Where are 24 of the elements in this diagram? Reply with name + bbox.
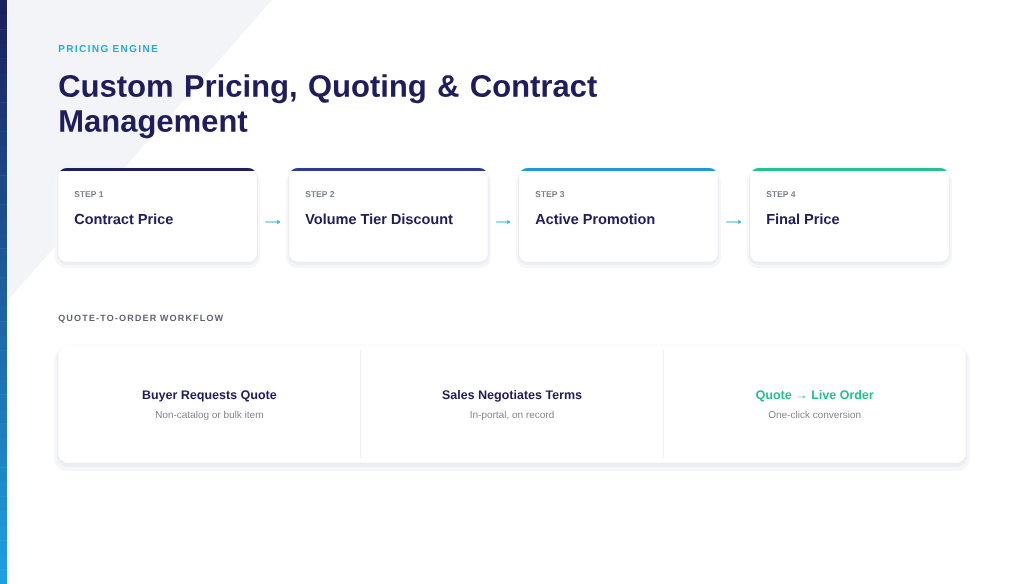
workflow-step-title: Buyer Requests Quote [142,390,277,402]
step-number: STEP 4 [766,191,796,198]
workflow-step-description: One-click conversion [768,410,861,419]
step-title: Active Promotion [535,213,655,225]
overline-label: PRICING ENGINE [58,45,158,53]
step-number: STEP 1 [74,191,104,198]
arrow [495,220,511,224]
section-heading: QUOTE-TO-ORDER WORKFLOW [58,314,224,323]
step-title: Contract Price [74,213,173,225]
page-title: Custom Pricing, Quoting & Contract Management [59,74,597,139]
arrow [264,220,281,224]
workflow-step-title: Quote → Live Order [756,389,874,402]
step-card [747,167,952,268]
workflow-step-description: Non-catalog or bulk item [155,410,263,421]
step-card [55,167,260,268]
step-card [286,167,491,268]
arrow [725,220,742,224]
workflow-step-title: Sales Negotiates Terms [442,389,582,402]
workflow-step-description: In-portal, on record [470,410,554,421]
step-title: Final Price [767,213,840,225]
step-title: Volume Tier Discount [305,213,453,225]
step-card [516,167,721,268]
step-number: STEP 3 [535,191,565,198]
step-number: STEP 2 [305,191,335,198]
